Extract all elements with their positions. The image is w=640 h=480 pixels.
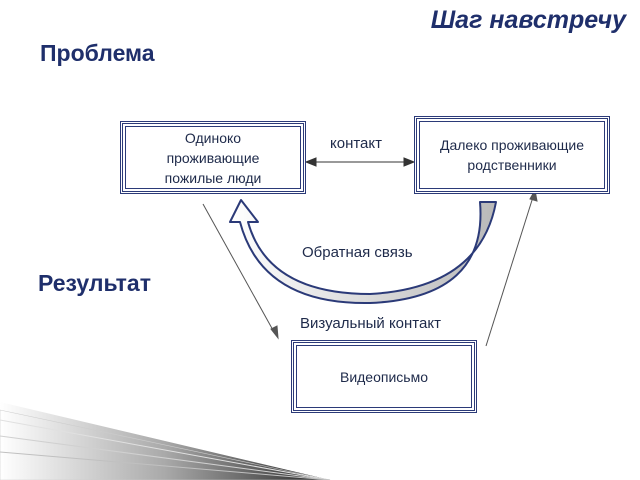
arrow-elderly-to-video (202, 203, 279, 340)
node-elderly: Одиноко проживающие пожилые люди (120, 121, 306, 194)
node-video-label: Видеописьмо (339, 368, 428, 385)
decorative-wedge (0, 402, 331, 480)
problem-heading: Проблема (40, 40, 155, 66)
node-video: Видеописьмо (291, 340, 477, 413)
edge-label-feedback: Обратная связь (302, 244, 413, 261)
slide-title: Шаг навстречу (430, 6, 626, 34)
node-elderly-label: Одиноко проживающие пожилые люди (164, 129, 262, 186)
result-heading: Результат (38, 270, 151, 296)
node-relatives: Далеко проживающие родственники (414, 116, 610, 194)
node-relatives-label: Далеко проживающие родственники (439, 137, 585, 173)
edge-label-visual-contact: Визуальный контакт (300, 315, 441, 332)
feedback-curved-arrow (229, 199, 497, 305)
edge-label-contact: контакт (330, 135, 383, 152)
contact-arrow (304, 157, 416, 167)
